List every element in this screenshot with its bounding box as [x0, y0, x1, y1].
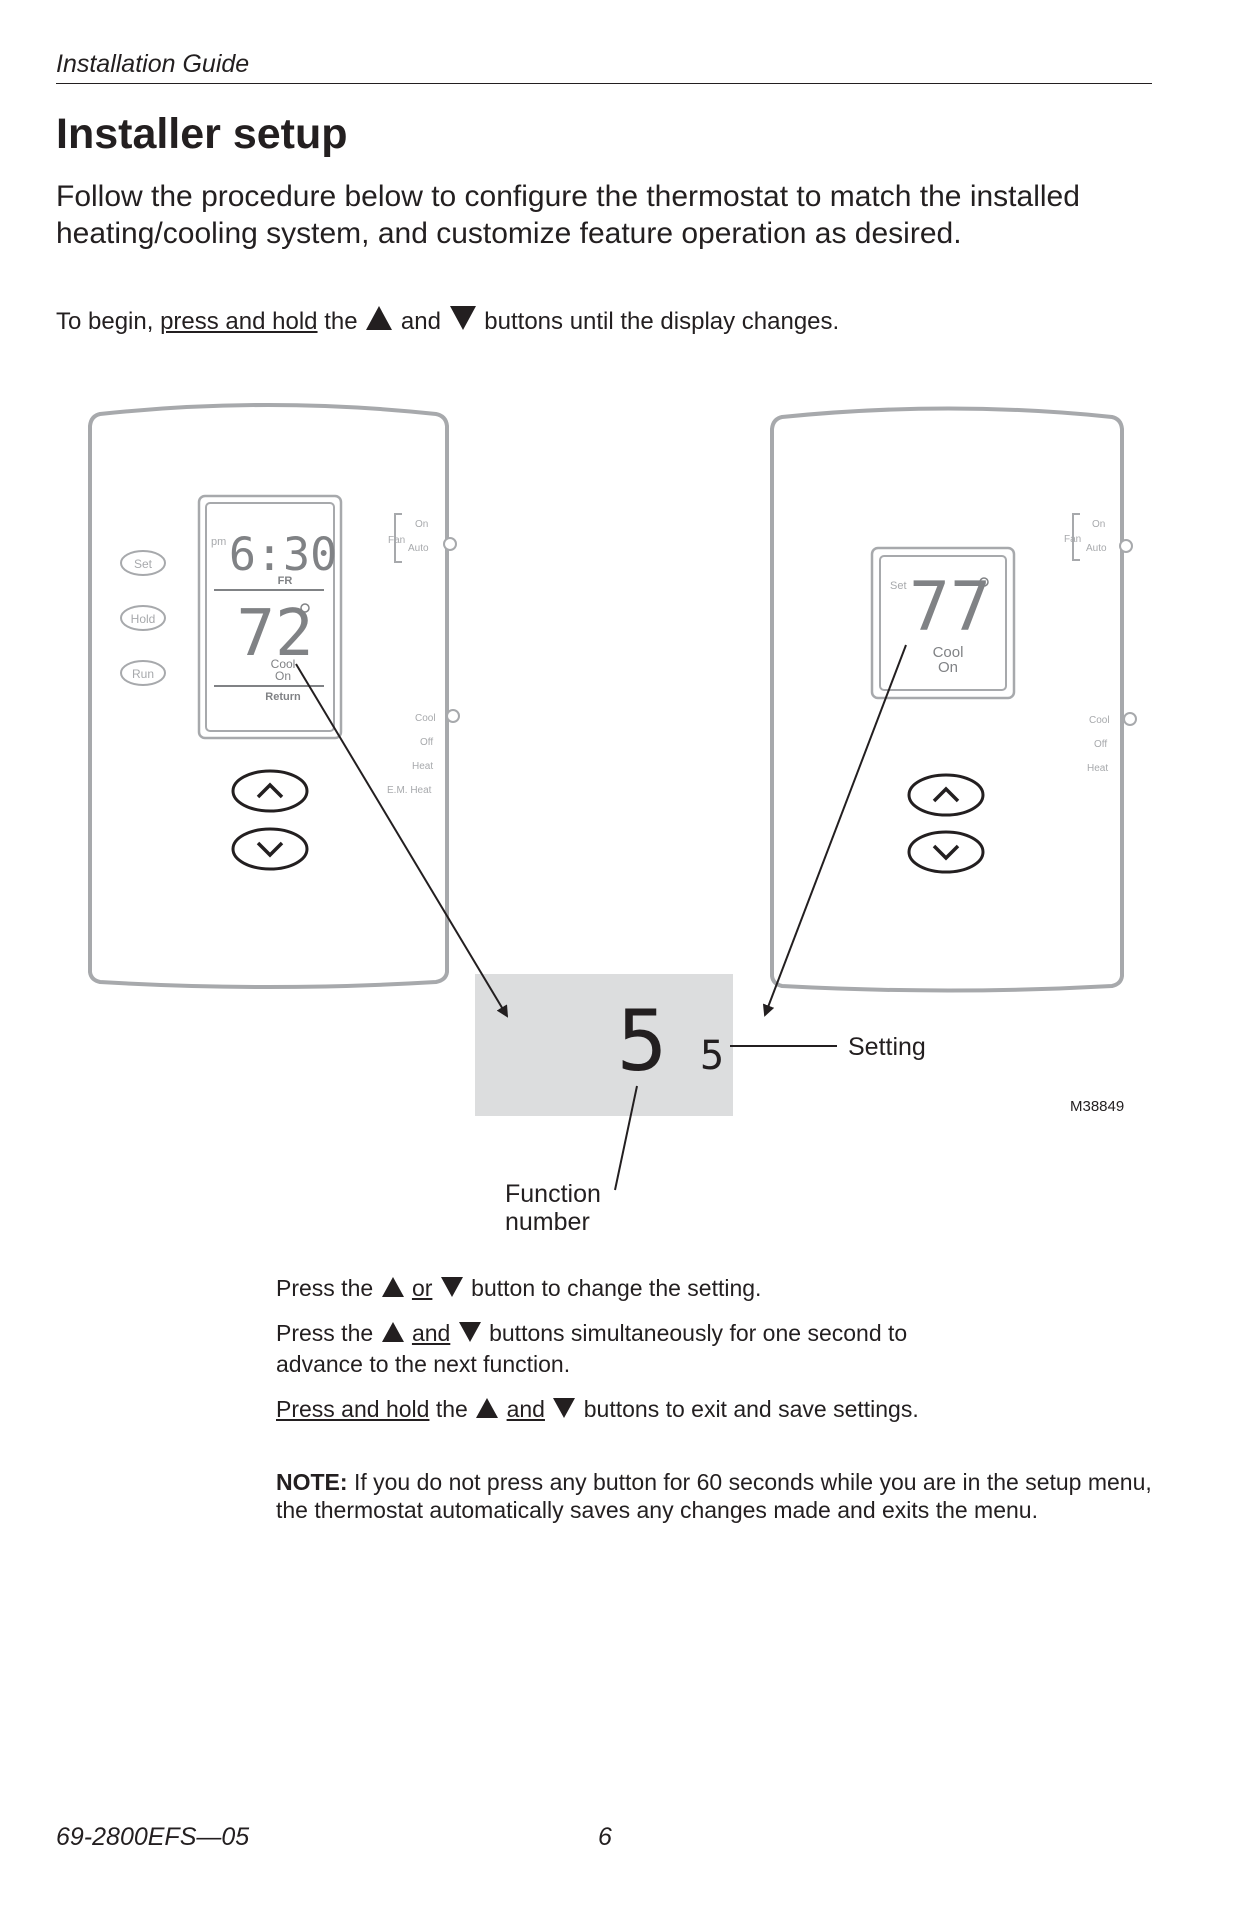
header-label: Installation Guide: [56, 50, 250, 78]
left-sys-cool: Cool: [415, 713, 436, 724]
figure-id: M38849: [1070, 1098, 1124, 1115]
instruction-exit-save: Press and hold the and buttons to exit a…: [276, 1396, 919, 1422]
up-arrow-icon: [381, 1322, 404, 1342]
left-fan-label: Fan: [388, 535, 405, 546]
hold-button[interactable]: Hold: [131, 612, 156, 626]
fan-switch-knob: [443, 537, 457, 551]
arrow-right-to-display: [762, 644, 907, 1017]
footer-doc-number: 69-2800EFS—05: [56, 1823, 250, 1851]
up-arrow-icon: [476, 1398, 499, 1418]
instruction-next-function-cont: advance to the next function.: [276, 1351, 571, 1377]
begin-mid1: the: [317, 308, 365, 335]
right-sys-cool: Cool: [1089, 715, 1110, 726]
down-arrow-icon: [440, 1277, 463, 1297]
setup-display: [475, 974, 733, 1116]
right-up-button[interactable]: [907, 773, 985, 817]
left-fan-on: On: [415, 519, 428, 530]
down-arrow-icon: [449, 306, 476, 330]
left-temperature: 72: [236, 597, 313, 671]
function-number-digit: 5: [617, 992, 668, 1090]
left-sys-heat: Heat: [412, 761, 433, 772]
intro-paragraph: Follow the procedure below to configure …: [56, 180, 1080, 250]
left-time: 6:30: [229, 528, 337, 581]
footer-page-number: 6: [598, 1823, 612, 1851]
chevron-up-icon: [256, 782, 284, 799]
right-fan-on: On: [1092, 519, 1105, 530]
run-button[interactable]: Run: [132, 667, 154, 681]
left-down-button[interactable]: [231, 827, 309, 871]
begin-instruction: To begin, press and hold the and buttons…: [56, 306, 839, 337]
down-arrow-icon: [458, 1322, 481, 1342]
up-arrow-icon: [381, 1277, 404, 1297]
header-rule: [56, 83, 1152, 84]
right-mode-top: Cool: [933, 644, 964, 661]
left-sensor: Return: [265, 691, 301, 703]
left-sys-off: Off: [420, 737, 433, 748]
chevron-down-icon: [932, 844, 960, 861]
right-mode-bottom: On: [938, 659, 958, 676]
begin-mid2: and: [394, 308, 448, 335]
set-button[interactable]: Set: [134, 557, 153, 571]
arrow-left-to-display: [295, 663, 509, 1018]
fan-switch-knob: [1119, 539, 1133, 553]
left-up-button[interactable]: [231, 769, 309, 813]
page-title: Installer setup: [56, 110, 348, 158]
note-text: If you do not press any button for 60 se…: [276, 1469, 1152, 1523]
function-callout-line1: Function: [505, 1180, 601, 1208]
chevron-down-icon: [256, 841, 284, 858]
note-label: NOTE:: [276, 1469, 348, 1495]
left-fan-auto: Auto: [408, 543, 429, 554]
right-sys-off: Off: [1094, 739, 1107, 750]
left-day: FR: [278, 575, 293, 587]
begin-prefix: To begin,: [56, 308, 161, 335]
right-fan-auto: Auto: [1086, 543, 1107, 554]
left-sys-emheat: E.M. Heat: [387, 785, 432, 796]
right-down-button[interactable]: [907, 830, 985, 874]
left-mode-bottom: On: [275, 669, 291, 683]
right-set-label: Set: [890, 580, 907, 592]
setting-callout: Setting: [848, 1033, 926, 1061]
right-sys-heat: Heat: [1087, 763, 1108, 774]
function-leader: [614, 1085, 638, 1191]
system-switch-knob: [446, 709, 460, 723]
right-fan-label: Fan: [1064, 534, 1081, 545]
time-period: pm: [211, 536, 226, 548]
instruction-next-function: Press the and buttons simultaneously for…: [276, 1320, 908, 1346]
function-callout-line2: number: [505, 1208, 590, 1236]
setting-digit: 5: [700, 1033, 724, 1079]
instruction-change-setting: Press the or button to change the settin…: [276, 1275, 762, 1301]
down-arrow-icon: [553, 1398, 576, 1418]
left-thermostat: pm 6:30 FR 72 Cool On Return Set Hold Ru…: [88, 403, 460, 989]
right-temperature: 77: [909, 568, 991, 647]
left-mode-top: Cool: [271, 657, 296, 671]
chevron-up-icon: [932, 786, 960, 803]
up-arrow-icon: [366, 306, 393, 330]
press-and-hold-text: press and hold: [160, 308, 318, 335]
system-switch-knob: [1123, 712, 1137, 726]
begin-suffix: buttons until the display changes.: [477, 308, 840, 335]
note-paragraph: NOTE: If you do not press any button for…: [276, 1468, 1176, 1524]
right-thermostat: Set 77 Cool On Fan On Auto Cool Off Heat: [770, 406, 1137, 993]
